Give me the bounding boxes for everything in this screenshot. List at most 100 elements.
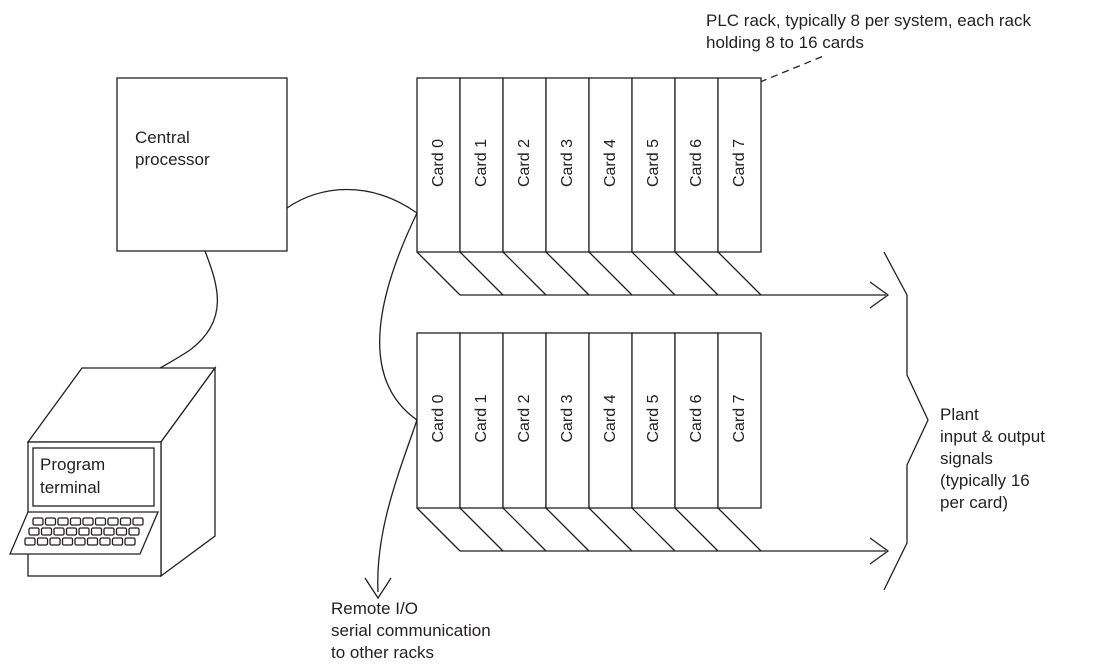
key xyxy=(86,537,99,546)
rack-note-line-1: PLC rack, typically 8 per system, each r… xyxy=(706,11,1032,30)
key xyxy=(99,537,111,546)
key xyxy=(124,537,136,546)
key xyxy=(115,527,128,536)
key xyxy=(128,527,140,536)
processor-terminal-cable xyxy=(159,250,219,369)
terminal-label-2: terminal xyxy=(40,478,100,497)
central-processor-label-2: processor xyxy=(135,150,210,169)
key xyxy=(74,537,86,546)
card-slot xyxy=(545,332,590,509)
card-signal-line xyxy=(588,251,633,296)
program-terminal: Program terminal xyxy=(9,366,217,578)
key xyxy=(49,537,61,546)
plant-signals-label: Plant input & output signals (typically … xyxy=(940,405,1045,512)
card-signal-line xyxy=(674,251,719,296)
card-label: Card 2 xyxy=(516,394,533,442)
key xyxy=(82,517,94,526)
card-signal-line xyxy=(545,251,590,296)
card-label: Card 4 xyxy=(602,139,619,187)
terminal-keys xyxy=(24,517,144,546)
rack-note-leader xyxy=(759,54,827,83)
card-signal-line xyxy=(674,507,719,552)
card-label: Card 1 xyxy=(473,139,490,187)
card-signal-line xyxy=(588,507,633,552)
card-label: Card 5 xyxy=(645,139,662,187)
card-label: Card 6 xyxy=(688,394,705,442)
card-slot xyxy=(459,77,504,253)
card-label: Card 4 xyxy=(602,394,619,442)
card-signal-line xyxy=(717,251,762,296)
processor-rack-cable xyxy=(286,188,418,214)
card-signal-line xyxy=(545,507,590,552)
card-label: Card 5 xyxy=(645,394,662,442)
card-signal-line xyxy=(717,507,762,552)
card-slot xyxy=(416,77,461,253)
key xyxy=(65,527,78,536)
key xyxy=(44,517,57,526)
card-slot xyxy=(717,332,762,509)
key xyxy=(111,537,124,546)
central-processor: Central processor xyxy=(116,77,288,252)
card-slot xyxy=(416,332,461,509)
card-signal-line xyxy=(459,507,504,552)
key xyxy=(119,517,132,526)
plant-signals-line-4: (typically 16 xyxy=(940,471,1030,490)
card-slot xyxy=(502,332,547,509)
key xyxy=(32,517,44,526)
remote-io-line-2: serial communication xyxy=(331,621,491,640)
terminal-screen xyxy=(32,447,155,507)
remote-io-arrow-head xyxy=(364,577,392,600)
card-label: Card 0 xyxy=(430,139,447,187)
key xyxy=(53,527,65,536)
key xyxy=(28,527,40,536)
key xyxy=(103,527,115,536)
signal-bus-arrow xyxy=(869,281,890,309)
key xyxy=(94,517,107,526)
card-signal-line xyxy=(459,251,504,296)
card-signal-line xyxy=(502,251,547,296)
card-label: Card 1 xyxy=(473,394,490,442)
card-slot xyxy=(674,332,719,509)
card-signal-line xyxy=(631,251,676,296)
card-label: Card 6 xyxy=(688,139,705,187)
rack-note: PLC rack, typically 8 per system, each r… xyxy=(706,11,1032,83)
central-processor-label-1: Central xyxy=(135,128,190,147)
card-signal-line xyxy=(416,251,461,296)
card-label: Card 0 xyxy=(430,394,447,442)
key xyxy=(24,537,36,546)
key xyxy=(78,527,90,536)
key xyxy=(40,527,53,536)
rack-note-line-2: holding 8 to 16 cards xyxy=(706,33,864,52)
card-slot xyxy=(502,77,547,253)
card-signal-line xyxy=(502,507,547,552)
central-processor-box xyxy=(116,77,288,252)
rack-interconnect-cable xyxy=(379,212,418,421)
key xyxy=(132,517,144,526)
card-label: Card 7 xyxy=(731,139,748,187)
plant-signals-bracket xyxy=(883,251,929,591)
card-slot xyxy=(545,77,590,253)
key xyxy=(69,517,82,526)
remote-io-line-1: Remote I/O xyxy=(331,599,418,618)
plant-signals-line-3: signals xyxy=(940,449,993,468)
card-signal-line xyxy=(631,507,676,552)
card-label: Card 2 xyxy=(516,139,533,187)
terminal-label-1: Program xyxy=(40,455,105,474)
card-slot xyxy=(459,332,504,509)
card-label: Card 7 xyxy=(731,394,748,442)
card-slot xyxy=(717,77,762,253)
key xyxy=(36,537,49,546)
signal-bus-arrow xyxy=(869,537,890,565)
card-slot xyxy=(588,77,633,253)
remote-io-cable xyxy=(377,419,418,593)
plant-signals-line-5: per card) xyxy=(940,493,1008,512)
card-slot xyxy=(674,77,719,253)
key xyxy=(107,517,119,526)
card-signal-line xyxy=(416,507,461,552)
plant-signals-line-1: Plant xyxy=(940,405,979,424)
plant-signals-line-2: input & output xyxy=(940,427,1045,446)
